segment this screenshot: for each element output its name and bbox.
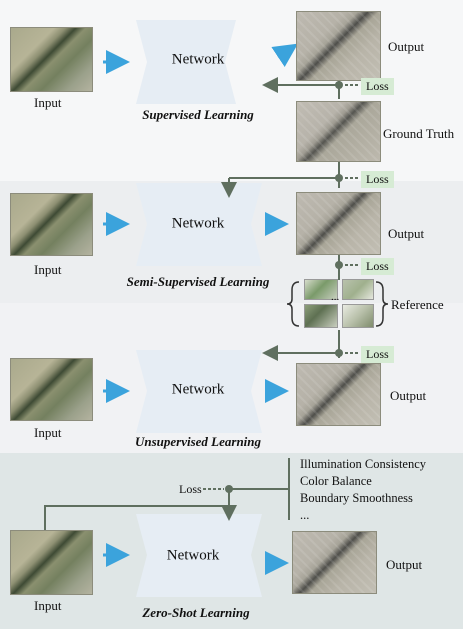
- loss-node-semi-top: [335, 174, 343, 182]
- input-image-unsupervised: [10, 358, 93, 421]
- reference-ellipsis: ...: [331, 291, 340, 303]
- network-shape-semi: [136, 183, 262, 266]
- reference-brace-right: [375, 281, 389, 327]
- input-image-supervised: [10, 27, 93, 92]
- criterion-ellipsis: ...: [300, 508, 310, 522]
- input-image-zeroshot: [10, 530, 93, 595]
- loss-path-semi-top: [221, 162, 360, 198]
- output-image-supervised: [296, 11, 381, 81]
- loss-node-semi-bottom: [335, 261, 343, 269]
- caption-zeroshot: Zero-Shot Learning: [142, 605, 250, 620]
- loss-path-zeroshot: [44, 458, 290, 530]
- network-shape-unsupervised: [136, 350, 262, 433]
- input-label-unsupervised: Input: [34, 425, 62, 440]
- ground-truth-image: [296, 101, 381, 162]
- output-label-supervised: Output: [388, 39, 425, 54]
- output-image-zeroshot: [292, 531, 377, 594]
- network-shape-zeroshot: [136, 514, 262, 597]
- output-label-zeroshot: Output: [386, 557, 423, 572]
- network-shape-supervised: [136, 20, 236, 104]
- criterion-illumination: Illumination Consistency: [300, 457, 427, 471]
- loss-path-supervised: [262, 77, 360, 99]
- reference-image-2: [342, 279, 374, 300]
- loss-badge-zeroshot: Loss: [179, 482, 202, 496]
- caption-semi: Semi-Supervised Learning: [126, 274, 270, 289]
- input-image-semi: [10, 193, 93, 256]
- network-label-supervised: Network: [171, 51, 225, 68]
- network-label-zeroshot: Network: [166, 547, 220, 564]
- reference-image-4: [342, 304, 374, 328]
- output-label-semi: Output: [388, 226, 425, 241]
- input-label-semi: Input: [34, 262, 62, 277]
- output-label-unsupervised: Output: [390, 388, 427, 403]
- reference-label: Reference: [391, 297, 444, 312]
- caption-supervised: Supervised Learning: [142, 107, 254, 122]
- reference-image-1: [304, 279, 338, 300]
- loss-path-unsupervised: [262, 330, 360, 361]
- loss-path-semi-bottom: [338, 255, 360, 280]
- network-label-unsupervised: Network: [171, 381, 225, 398]
- criterion-color-balance: Color Balance: [300, 474, 372, 488]
- caption-unsupervised: Unsupervised Learning: [134, 434, 262, 449]
- loss-badge-semi-top: Loss: [361, 171, 394, 188]
- loss-node-supervised: [335, 81, 343, 89]
- loss-badge-supervised: Loss: [361, 78, 394, 95]
- reference-image-3: [304, 304, 338, 328]
- output-image-semi: [296, 192, 381, 255]
- network-label-semi: Network: [171, 215, 225, 232]
- reference-brace-left: [286, 281, 300, 327]
- input-label-zeroshot: Input: [34, 598, 62, 613]
- criterion-boundary: Boundary Smoothness: [300, 491, 413, 505]
- loss-node-zeroshot: [225, 485, 233, 493]
- input-label-supervised: Input: [34, 95, 62, 110]
- ground-truth-label: Ground Truth: [383, 126, 455, 141]
- output-image-unsupervised: [296, 363, 381, 426]
- loss-node-unsupervised: [335, 349, 343, 357]
- loss-badge-unsupervised: Loss: [361, 346, 394, 363]
- arrow-output-supervised: [271, 43, 298, 67]
- loss-badge-semi-bottom: Loss: [361, 258, 394, 275]
